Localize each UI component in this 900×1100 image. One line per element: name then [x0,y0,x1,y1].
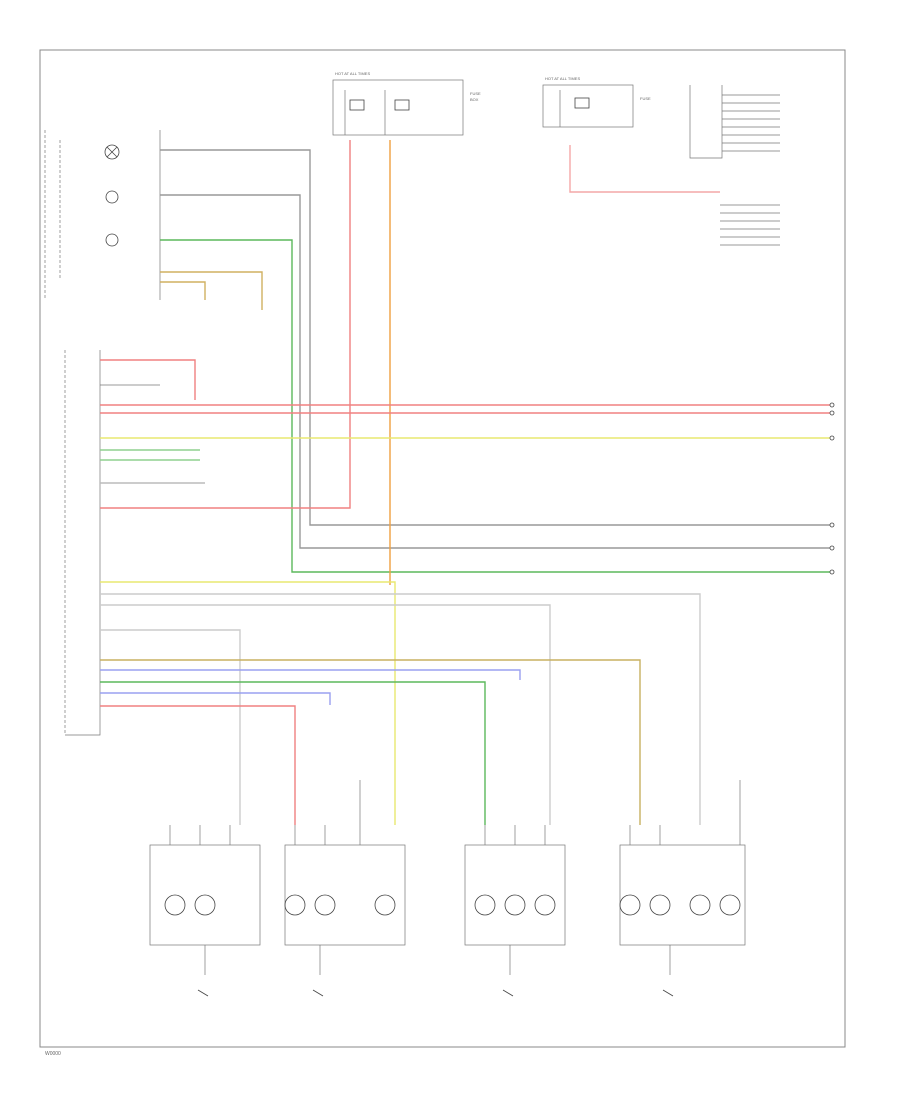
lamp-icon [105,190,119,204]
motor-icon [649,894,671,916]
wire-red-top [100,359,196,400]
motor-unit-2 [284,780,406,997]
motor-icon [474,894,496,916]
wire-blue-out-2 [100,692,331,705]
svg-text:HOT AT ALL TIMES: HOT AT ALL TIMES [545,76,580,81]
fuse-module-stack [689,85,780,159]
motor-icon [689,894,711,916]
wire-green-out [100,681,486,825]
motor-icon [374,894,396,916]
motor-icon [534,894,556,916]
motor-icon [314,894,336,916]
lamp-icon [104,144,120,160]
wire-green-3 [160,239,830,573]
svg-text:FUSE: FUSE [470,91,481,96]
ground-icon [312,989,324,997]
footer-code: W0000 [45,1051,61,1057]
motor-unit-1 [149,825,261,997]
ground-icon [662,989,674,997]
wire-black-1 [160,149,830,526]
fuse-box-left: HOT AT ALL TIMES FUSE BOX [332,71,481,136]
ground-icon [502,989,514,997]
ground-icon [197,989,209,997]
diagram-border [39,49,846,1048]
svg-text:HOT AT ALL TIMES: HOT AT ALL TIMES [335,71,370,76]
wire-red-fuse [100,140,351,509]
motor-unit-4 [619,780,746,997]
motor-icon [164,894,186,916]
motor-unit-3 [464,825,566,997]
wire-tan-2 [160,281,206,300]
wire-grey-2 [160,194,830,549]
motor-icon [194,894,216,916]
wire-yellow-out [100,581,396,825]
fuse-box-right: HOT AT ALL TIMES FUSE [542,76,651,128]
left-lamp-group [44,130,161,300]
wire-red-out [100,705,296,825]
right-terminals [829,402,835,575]
motor-icon [619,894,641,916]
motor-icon [719,894,741,916]
motor-icon [284,894,306,916]
lamp-icon [105,233,119,247]
wire-tan-out [100,659,641,825]
right-connector-pins [720,204,780,246]
wire-blue-out-1 [100,669,521,680]
wire-grey-out-1 [100,593,701,825]
wire-grey-out-2 [100,604,551,825]
svg-text:FUSE: FUSE [640,96,651,101]
wire-grey-out-3 [100,629,241,825]
motor-icon [504,894,526,916]
wire-pink-fuse-right [569,145,720,193]
wire-tan-1 [160,271,263,310]
svg-text:BOX: BOX [470,97,479,102]
control-module-box [64,350,160,736]
